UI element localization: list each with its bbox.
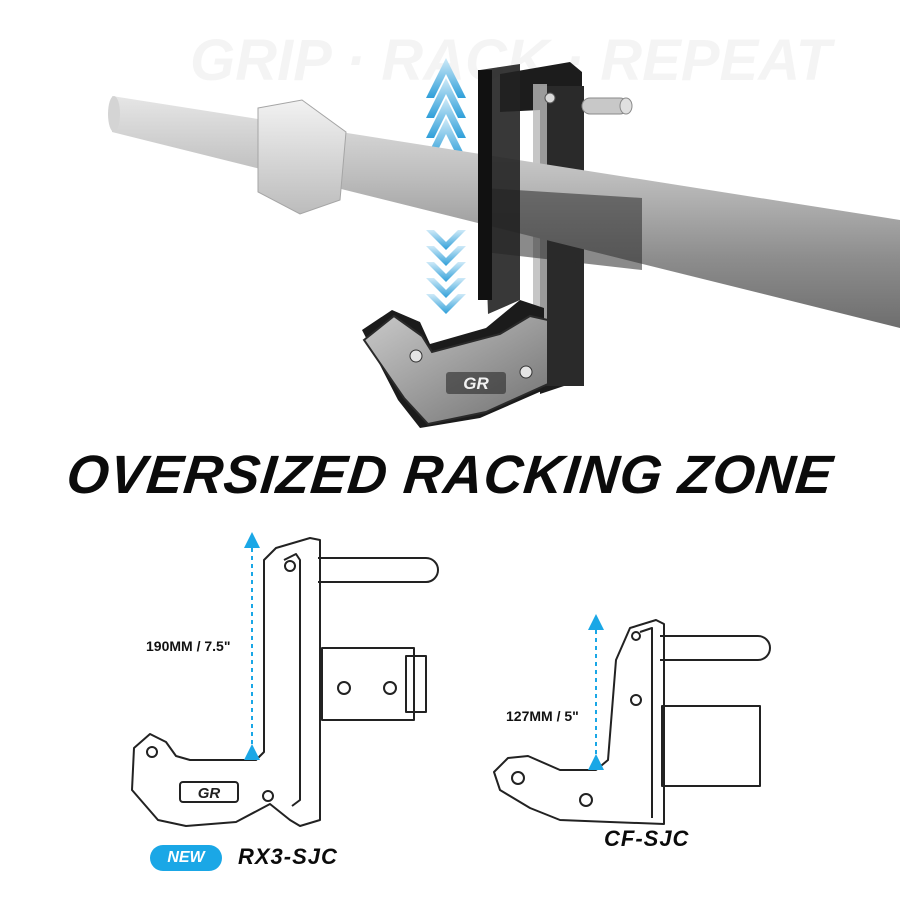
rx3-dimension-label: 190MM / 7.5" [146, 638, 231, 654]
rx3-sjc-diagram: GR [131, 537, 439, 827]
cf-sjc-label: CF-SJC [604, 826, 690, 851]
headline: OVERSIZED RACKING ZONE [63, 445, 837, 505]
svg-text:GR: GR [463, 374, 489, 393]
svg-text:GR: GR [198, 785, 221, 802]
cf-dimension-label: 127MM / 5" [506, 708, 579, 724]
down-arrows-icon [426, 230, 466, 314]
diagrams: GR [131, 532, 771, 827]
rx3-sjc-label: RX3-SJC [238, 844, 338, 869]
gr-logo: GR [446, 372, 506, 394]
new-badge: NEW [150, 845, 222, 871]
hero-illustration: GRIP · RACK · REPEAT [108, 28, 900, 428]
j-cup-hook: GR [362, 64, 549, 428]
